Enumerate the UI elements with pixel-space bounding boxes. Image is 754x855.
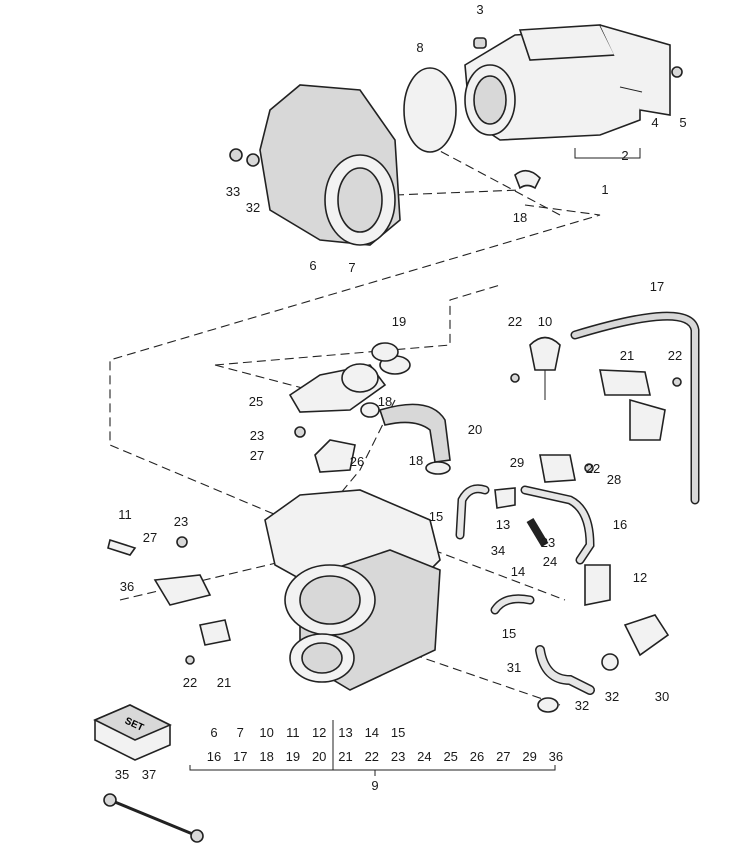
callout-28: 28 [607,472,621,487]
linkage-rod [103,793,204,843]
legend-part-number: 7 [237,725,244,740]
callout-1: 1 [601,182,608,197]
legend-part-number: 15 [391,725,405,740]
legend-part-number: 21 [338,749,352,764]
callout-22: 22 [586,461,600,476]
callout-4: 4 [651,115,658,130]
legend-part-number: 22 [365,749,379,764]
callout-22: 22 [183,675,197,690]
callout-5: 5 [679,115,686,130]
legend-part-number: 19 [286,749,300,764]
callout-20: 20 [468,422,482,437]
legend-part-number: 13 [338,725,352,740]
assembly-guide-lines [109,134,601,706]
callout-27: 27 [143,530,157,545]
callout-24: 24 [543,554,557,569]
callout-31: 31 [507,660,521,675]
legend-part-number: 20 [312,749,326,764]
callout-15: 15 [502,626,516,641]
air-flow-meter [464,24,683,141]
callout-12: 12 [633,570,647,585]
legend-part-number: 27 [496,749,510,764]
callout-16: 16 [613,517,627,532]
legend-part-number: 36 [549,749,563,764]
legend-part-number: 29 [522,749,536,764]
legend-part-number: 26 [470,749,484,764]
callout-35: 35 [115,767,129,782]
callout-21: 21 [217,675,231,690]
legend-part-number: 6 [210,725,217,740]
legend-part-number: 10 [259,725,273,740]
callout-32: 32 [575,698,589,713]
callout-23: 23 [541,535,555,550]
callout-18: 18 [513,210,527,225]
callout-25: 25 [249,394,263,409]
throttle-body [264,489,441,691]
callout-33: 33 [226,184,240,199]
callout-6: 6 [309,258,316,273]
callout-34: 34 [491,543,505,558]
callout-27: 27 [250,448,264,463]
callout-22: 22 [508,314,522,329]
legend-part-number: 17 [233,749,247,764]
callout-10: 10 [538,314,552,329]
legend-part-number: 14 [365,725,379,740]
callout-37: 37 [142,767,156,782]
callout-18: 18 [378,394,392,409]
legend-part-number: 11 [286,725,300,740]
legend-part-number: 23 [391,749,405,764]
assembly-number: 9 [371,778,378,793]
callout-32: 32 [605,689,619,704]
callout-14: 14 [511,564,525,579]
callout-18: 18 [409,453,423,468]
assembly-bracket-1 [574,148,641,159]
callout-21: 21 [620,348,634,363]
legend-part-number: 24 [417,749,431,764]
callout-15: 15 [429,509,443,524]
callout-7: 7 [348,260,355,275]
callout-8: 8 [416,40,423,55]
callout-30: 30 [655,689,669,704]
small-parts [107,336,682,713]
callout-23: 23 [250,428,264,443]
callout-13: 13 [496,517,510,532]
callout-19: 19 [392,314,406,329]
hose-clamp-ring [403,67,457,153]
legend-part-number: 18 [259,749,273,764]
callout-23: 23 [174,514,188,529]
callout-36: 36 [120,579,134,594]
legend-part-number: 25 [443,749,457,764]
callout-11: 11 [118,507,132,522]
callout-32: 32 [246,200,260,215]
bracket [314,439,356,473]
callout-26: 26 [350,454,364,469]
callout-3: 3 [476,2,483,17]
callout-29: 29 [510,455,524,470]
legend-part-number: 16 [207,749,221,764]
callout-17: 17 [650,279,664,294]
callout-22: 22 [668,348,682,363]
intake-boot [229,84,541,246]
gasket-set-box: SET [93,704,172,761]
assembly-legend: 9 6 7 10 11 12 13 14 15 16 17 18 19 20 21 22 23 24 25 26 27… [189,720,563,793]
legend-part-number: 12 [312,725,326,740]
idle-speed-valve [288,355,451,475]
callout-2: 2 [621,148,628,163]
